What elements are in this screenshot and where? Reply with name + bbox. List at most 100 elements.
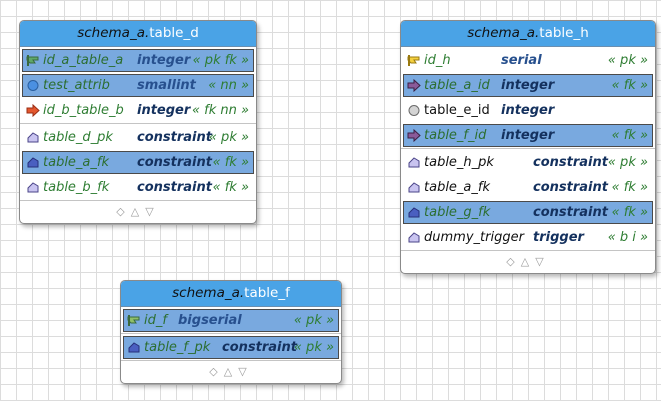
constraint-type: constraint	[533, 180, 608, 195]
column-name: test_attrib	[43, 78, 110, 93]
column-type: integer	[137, 103, 191, 118]
constraint-row-table-h-pk[interactable]: table_h_pk constraint « pk »	[403, 151, 653, 174]
constraint-kind: « fk »	[611, 180, 648, 195]
constraint-row-table-f-pk[interactable]: table_f_pk constraint « pk »	[123, 336, 339, 359]
table-d-header[interactable]: schema_a.table_d	[20, 21, 256, 47]
constraint-pentagon-icon	[27, 157, 39, 168]
triangle-down-icon[interactable]: ▽	[238, 365, 253, 378]
table-f-columns: id_f bigserial « pk »	[121, 309, 341, 332]
constraint-name: table_a_fk	[424, 180, 490, 195]
trigger-row-dummy-trigger[interactable]: dummy_trigger trigger « b i »	[403, 226, 653, 249]
table-f-constraints: table_f_pk constraint « pk »	[121, 333, 341, 359]
column-type: integer	[501, 78, 555, 93]
table-d-columns: id_a_table_a integer « pk fk » test_attr…	[20, 49, 256, 122]
constraint-row-table-a-fk[interactable]: table_a_fk constraint « fk »	[403, 176, 653, 199]
constraint-name: table_b_fk	[43, 180, 110, 195]
column-row-table-e-id[interactable]: table_e_id integer	[403, 99, 653, 122]
constraint-kind: « fk »	[212, 180, 249, 195]
constraint-kind: « fk »	[212, 155, 249, 170]
column-type: smallint	[137, 78, 196, 93]
fk-arrow-icon	[26, 104, 40, 117]
constraint-name: table_d_pk	[43, 130, 113, 145]
schema-name: schema_a.	[77, 25, 150, 41]
column-row-id-a-table-a[interactable]: id_a_table_a integer « pk fk »	[22, 49, 254, 72]
constraint-type: constraint	[533, 155, 608, 170]
column-name: id_a_table_a	[43, 53, 124, 68]
constraint-type: constraint	[137, 130, 212, 145]
pk-key-icon	[407, 55, 420, 66]
trigger-pentagon-icon	[408, 232, 420, 243]
table-h-constraints: table_h_pk constraint « pk » table_a_fk …	[401, 148, 655, 249]
triangle-down-icon[interactable]: ▽	[535, 255, 550, 268]
table-d-box[interactable]: schema_a.table_d id_a_table_a integer « …	[19, 20, 257, 224]
pk-fk-key-icon	[26, 55, 39, 66]
constraint-pentagon-icon	[128, 342, 140, 353]
fk-arrow-icon	[407, 79, 421, 92]
table-h-header[interactable]: schema_a.table_h	[401, 21, 655, 47]
fk-arrow-icon	[407, 129, 421, 142]
column-type: integer	[501, 103, 555, 118]
column-row-table-f-id[interactable]: table_f_id integer « fk »	[403, 124, 653, 147]
constraint-kind: « fk »	[611, 205, 648, 220]
table-d-constraints: table_d_pk constraint « pk » table_a_fk …	[20, 123, 256, 199]
column-name: id_b_table_b	[43, 103, 124, 118]
diamond-icon[interactable]: ◇	[116, 205, 131, 218]
constraint-type: constraint	[137, 180, 212, 195]
column-constraint: « fk »	[611, 78, 648, 93]
constraint-type: constraint	[222, 340, 297, 355]
constraint-name: table_g_fk	[424, 205, 491, 220]
column-constraint: « fk nn »	[191, 103, 249, 118]
column-row-table-a-id[interactable]: table_a_id integer « fk »	[403, 74, 653, 97]
constraint-pentagon-icon	[27, 132, 39, 143]
triangle-down-icon[interactable]: ▽	[145, 205, 160, 218]
column-name: table_a_id	[424, 78, 490, 93]
triangle-up-icon[interactable]: △	[520, 255, 536, 268]
table-f-box[interactable]: schema_a.table_f id_f bigserial « pk » t…	[120, 280, 342, 384]
constraint-pentagon-icon	[27, 182, 39, 193]
table-f-footer: ◇△▽	[121, 360, 341, 383]
table-d-footer: ◇△▽	[20, 200, 256, 223]
triangle-up-icon[interactable]: △	[223, 365, 239, 378]
column-constraint: « fk »	[611, 128, 648, 143]
column-constraint: « nn »	[208, 78, 249, 93]
constraint-type: constraint	[137, 155, 212, 170]
table-f-header[interactable]: schema_a.table_f	[121, 281, 341, 307]
constraint-pentagon-icon	[408, 157, 420, 168]
table-name: table_h	[539, 25, 589, 41]
constraint-row-table-d-pk[interactable]: table_d_pk constraint « pk »	[22, 126, 254, 149]
table-h-box[interactable]: schema_a.table_h id_h serial « pk » tabl…	[400, 20, 656, 274]
column-row-id-h[interactable]: id_h serial « pk »	[403, 49, 653, 72]
column-constraint: « pk »	[607, 53, 648, 68]
schema-name: schema_a.	[172, 285, 245, 301]
column-circle-icon	[27, 80, 39, 91]
column-row-id-f[interactable]: id_f bigserial « pk »	[123, 309, 339, 332]
column-type: integer	[501, 128, 555, 143]
column-constraint: « pk »	[293, 313, 334, 328]
column-type: bigserial	[178, 313, 242, 328]
constraint-row-table-g-fk[interactable]: table_g_fk constraint « fk »	[403, 201, 653, 224]
pk-key-icon	[127, 315, 140, 326]
trigger-name: dummy_trigger	[424, 230, 524, 245]
column-row-test-attrib[interactable]: test_attrib smallint « nn »	[22, 74, 254, 97]
table-name: table_f	[244, 285, 290, 301]
column-name: id_h	[424, 53, 451, 68]
trigger-events: « b i »	[607, 230, 648, 245]
table-name: table_d	[149, 25, 199, 41]
constraint-kind: « pk »	[607, 155, 648, 170]
trigger-type: trigger	[533, 230, 584, 245]
constraint-kind: « pk »	[293, 340, 334, 355]
triangle-up-icon[interactable]: △	[130, 205, 146, 218]
column-circle-icon	[408, 105, 420, 116]
diamond-icon[interactable]: ◇	[209, 365, 224, 378]
column-row-id-b-table-b[interactable]: id_b_table_b integer « fk nn »	[22, 99, 254, 122]
constraint-pentagon-icon	[408, 182, 420, 193]
column-name: table_f_id	[424, 128, 487, 143]
constraint-pentagon-icon	[408, 207, 420, 218]
column-name: table_e_id	[424, 103, 490, 118]
constraint-name: table_f_pk	[144, 340, 211, 355]
diamond-icon[interactable]: ◇	[506, 255, 521, 268]
column-constraint: « pk fk »	[192, 53, 249, 68]
constraint-row-table-b-fk[interactable]: table_b_fk constraint « fk »	[22, 176, 254, 199]
column-type: integer	[137, 53, 191, 68]
constraint-row-table-a-fk[interactable]: table_a_fk constraint « fk »	[22, 151, 254, 174]
